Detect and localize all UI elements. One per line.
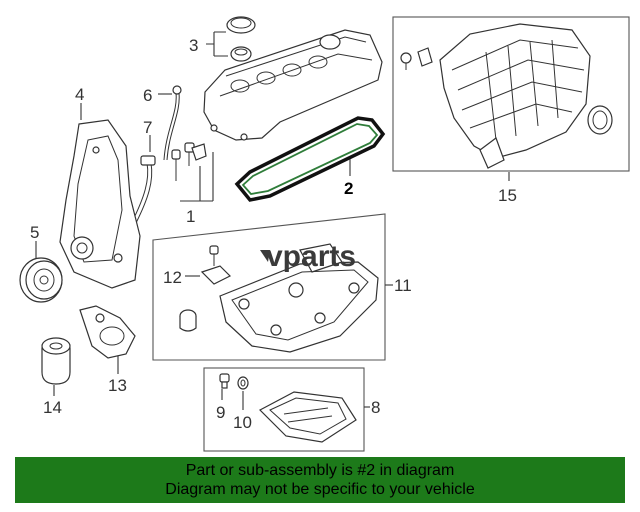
oil-filter-bracket (79, 305, 136, 359)
leader-1 (180, 152, 214, 202)
crank-pulley (19, 257, 63, 303)
svg-text:vparts: vparts (266, 240, 356, 273)
callout-8: 8 (371, 398, 380, 417)
oil-filler-cap (226, 16, 256, 62)
valve-cover-bolts (171, 142, 207, 181)
callout-2: 2 (344, 179, 353, 198)
callout-5: 5 (30, 223, 39, 242)
timing-cover (59, 119, 141, 289)
oil-level-sensor (179, 245, 232, 332)
callout-11: 11 (394, 276, 412, 295)
dipstick-guide (131, 155, 156, 224)
info-banner: Part or sub-assembly is #2 in diagram Di… (15, 457, 625, 503)
callout-15: 15 (498, 186, 517, 205)
valve-cover-gasket (234, 116, 386, 202)
callout-4: 4 (75, 85, 84, 104)
drain-plug (219, 373, 230, 389)
drain-washer (237, 376, 249, 390)
callout-13: 13 (108, 376, 127, 395)
leader-3 (206, 31, 228, 57)
vparts-logo: vparts (260, 240, 356, 273)
callout-12: 12 (163, 268, 182, 287)
callout-14: 14 (43, 398, 62, 417)
dipstick (163, 85, 182, 161)
intake-manifold (400, 23, 613, 169)
callout-1: 1 (186, 207, 195, 226)
oil-filter (41, 337, 71, 385)
valve-cover (203, 29, 383, 141)
parts-diagram: 1 2 3 4 5 6 7 8 9 10 11 12 13 14 15 vpar… (19, 16, 630, 452)
lower-oil-pan-box (203, 367, 365, 452)
callout-6: 6 (143, 86, 152, 105)
oil-pan-box (152, 213, 386, 361)
intake-manifold-box (392, 16, 630, 172)
upper-oil-pan (219, 243, 379, 353)
callout-10: 10 (233, 413, 252, 432)
callout-7: 7 (143, 118, 152, 137)
lower-oil-pan (259, 391, 357, 443)
banner-line-1: Part or sub-assembly is #2 in diagram (185, 462, 455, 479)
banner-line-2: Diagram may not be specific to your vehi… (165, 481, 475, 498)
callout-9: 9 (216, 403, 225, 422)
callout-3: 3 (189, 36, 198, 55)
